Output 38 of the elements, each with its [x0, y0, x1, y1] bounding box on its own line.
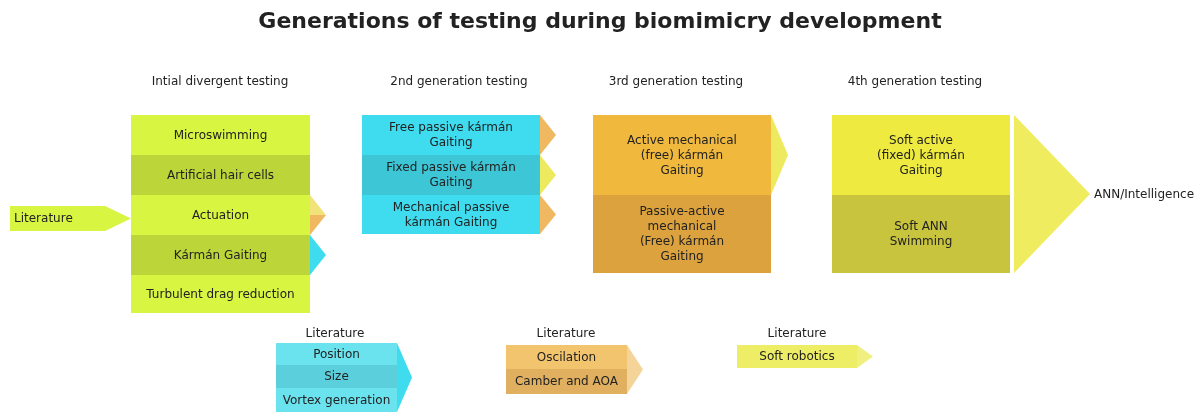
- process-box: Mechanical passive kármán Gaiting: [362, 195, 540, 234]
- column-heading: Intial divergent testing: [151, 74, 289, 88]
- chevron-arrow: [857, 345, 873, 368]
- group-heading: Literature: [536, 326, 596, 340]
- chevron-arrow: [627, 345, 643, 394]
- diagram-title: Generations of testing during biomimicry development: [257, 8, 943, 33]
- process-box: Position: [276, 343, 397, 365]
- process-box: Soft active (fixed) kármán Gaiting: [832, 115, 1010, 195]
- process-box: Fixed passive kármán Gaiting: [362, 155, 540, 195]
- chevron-arrow: [540, 115, 556, 155]
- column-heading: 2nd generation testing: [390, 74, 528, 88]
- process-box: Turbulent drag reduction: [131, 275, 310, 313]
- process-box: Vortex generation: [276, 388, 397, 412]
- column-heading: 3rd generation testing: [608, 74, 744, 88]
- process-box: Active mechanical (free) kármán Gaiting: [593, 115, 771, 195]
- chevron-arrow: [540, 155, 556, 195]
- chevron-arrow: [771, 115, 788, 195]
- group-heading: Literature: [305, 326, 365, 340]
- chevron-arrow: [310, 215, 326, 235]
- process-box: Soft robotics: [737, 345, 857, 368]
- process-box: Oscilation: [506, 345, 627, 369]
- process-box: Free passive kármán Gaiting: [362, 115, 540, 155]
- process-box: Microswimming: [131, 115, 310, 155]
- chevron-arrow: [397, 343, 412, 412]
- chevron-arrow: [1014, 115, 1090, 273]
- process-box: Camber and AOA: [506, 369, 627, 394]
- group-heading: Literature: [767, 326, 827, 340]
- process-box: Kármán Gaiting: [131, 235, 310, 275]
- chevron-arrow: [310, 235, 326, 275]
- process-box: Soft ANN Swimming: [832, 195, 1010, 273]
- process-box: Passive-active mechanical (Free) kármán Gaiting: [593, 195, 771, 273]
- chevron-arrow: [310, 195, 326, 215]
- chevron-arrow: [105, 206, 131, 231]
- process-box: Size: [276, 365, 397, 388]
- process-box: Artificial hair cells: [131, 155, 310, 195]
- chevron-arrow: [540, 195, 556, 234]
- column-heading: 4th generation testing: [847, 74, 983, 88]
- node-text: ANN/Intelligence: [1094, 184, 1198, 204]
